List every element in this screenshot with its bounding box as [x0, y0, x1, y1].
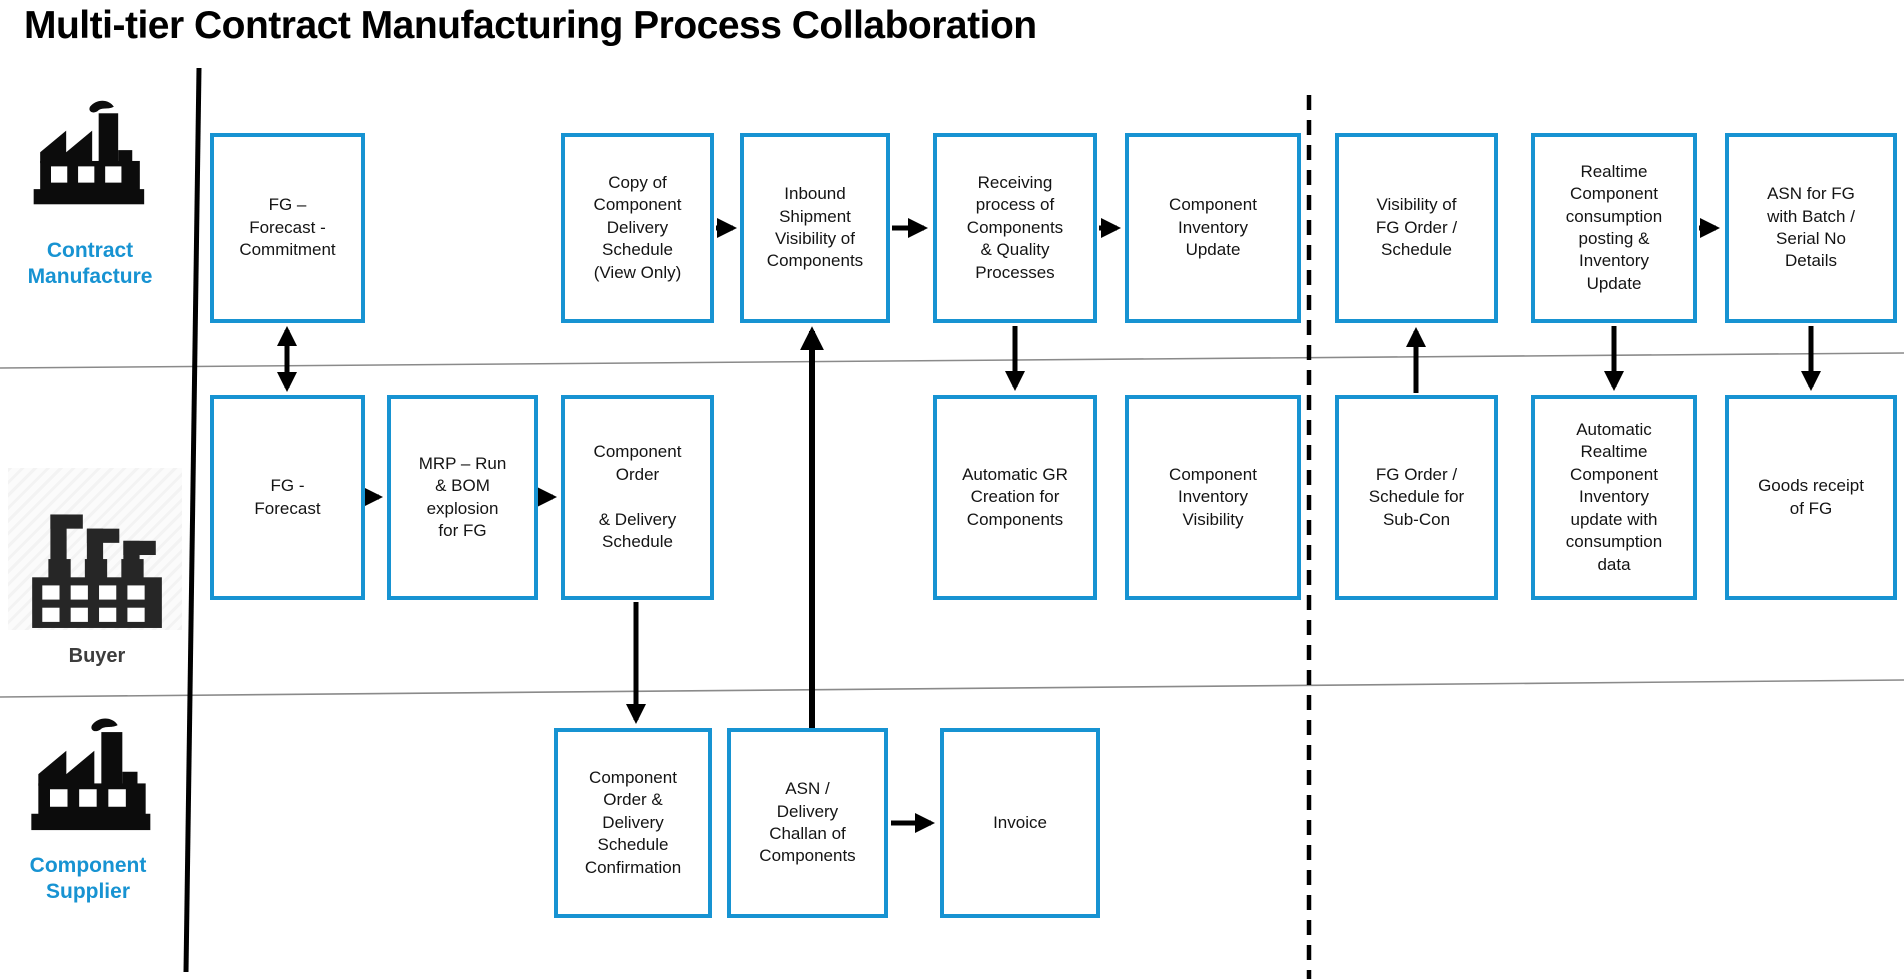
box-invoice: Invoice — [940, 728, 1100, 918]
lane-header-separator — [183, 67, 202, 973]
buyer-lane — [18, 478, 174, 635]
box-visibility-of-fg-order-schedule: Visibility of FG Order / Schedule — [1335, 133, 1498, 323]
box-fg-order-schedule-sub-con: FG Order / Schedule for Sub-Con — [1335, 395, 1498, 600]
page-title: Multi-tier Contract Manufacturing Proces… — [24, 4, 1037, 47]
box-mrp-run-bom-explosion: MRP – Run & BOM explosion for FG — [387, 395, 538, 600]
lane-label-contract-manufacture: Contract Manufacture — [27, 239, 153, 288]
box-inbound-shipment-visibility: Inbound Shipment Visibility of Component… — [740, 133, 890, 323]
contract-manufacture-lane — [25, 85, 155, 230]
box-automatic-realtime-component-inventory-update: Automatic Realtime Component Inventory u… — [1531, 395, 1697, 600]
box-component-inventory-update: Component Inventory Update — [1125, 133, 1301, 323]
box-component-order-delivery-schedule-confirmation: Component Order & Delivery Schedule Conf… — [554, 728, 712, 918]
box-component-order-delivery-schedule: Component Order & Delivery Schedule — [561, 395, 714, 600]
box-automatic-gr-creation: Automatic GR Creation for Components — [933, 395, 1097, 600]
box-copy-of-component-delivery-schedule: Copy of Component Delivery Schedule (Vie… — [561, 133, 714, 323]
lane-label-component-supplier: Component Supplier — [29, 854, 147, 903]
box-asn-for-fg-batch-serial: ASN for FG with Batch / Serial No Detail… — [1725, 133, 1897, 323]
factory-icon — [31, 718, 151, 831]
lane-divider-top — [0, 352, 1904, 369]
box-realtime-component-consumption-posting: Realtime Component consumption posting &… — [1531, 133, 1697, 323]
box-component-inventory-visibility: Component Inventory Visibility — [1125, 395, 1301, 600]
box-asn-delivery-challan: ASN / Delivery Challan of Components — [727, 728, 888, 918]
lane-label-buyer: Buyer — [68, 645, 126, 667]
box-fg-forecast: FG - Forecast — [210, 395, 365, 600]
box-fg-forecast-commitment: FG – Forecast - Commitment — [210, 133, 365, 323]
component-supplier-lane — [22, 706, 162, 853]
box-goods-receipt-of-fg: Goods receipt of FG — [1725, 395, 1897, 600]
buyer-factory-icon — [32, 514, 162, 628]
lane-divider-bottom — [0, 679, 1904, 698]
box-receiving-process-quality: Receiving process of Components & Qualit… — [933, 133, 1097, 323]
factory-icon — [33, 100, 145, 205]
